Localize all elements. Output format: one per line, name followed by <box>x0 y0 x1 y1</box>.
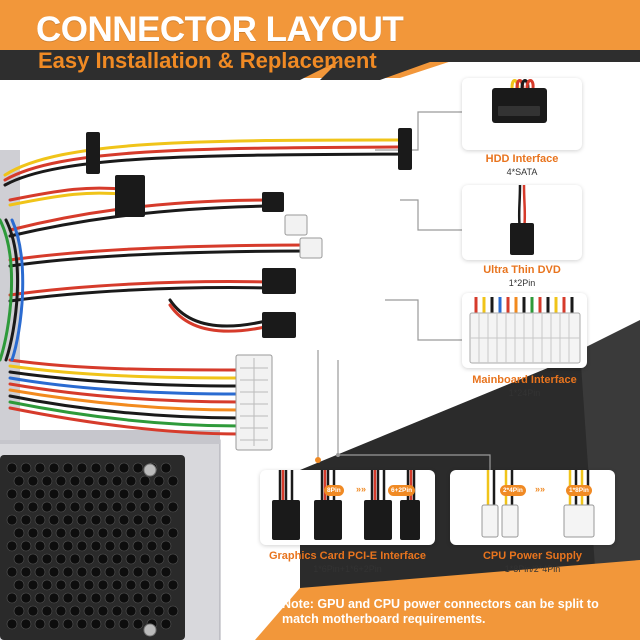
gpu-8pin-badge: 8Pin <box>324 485 344 496</box>
atx-24pin-icon <box>469 297 581 364</box>
gpu-interface-spec: 1*6Pin+1*6+2Pin <box>313 564 382 574</box>
sata-connector-icon <box>86 128 412 217</box>
cpu-card <box>450 470 615 545</box>
cable-bundle <box>0 138 412 436</box>
split-arrow-icon: »» <box>535 484 546 494</box>
page-subtitle: Easy Installation & Replacement <box>38 48 377 73</box>
mainboard-interface-label: Mainboard Interface <box>472 374 577 386</box>
cpu-power-spec: 1*8Pin/2*4Pin <box>504 564 561 574</box>
dvd-spec: 1*2Pin <box>508 278 536 288</box>
mainboard-card <box>462 293 587 368</box>
pcie-connector-icon <box>262 268 296 338</box>
dvd-connector-icon <box>510 184 534 255</box>
cpu-power-label: CPU Power Supply <box>482 550 583 562</box>
mainboard-interface-spec: 1*24Pin <box>508 388 541 398</box>
gpu-interface-label: Graphics Card PCI-E Interface <box>268 550 427 562</box>
cpu-1x8pin-badge: 1*8Pin <box>566 485 592 496</box>
pcie-connector-icon <box>272 470 420 540</box>
split-arrow-icon: »» <box>356 484 367 494</box>
hdd-card <box>462 78 582 150</box>
hdd-interface-spec: 4*SATA <box>506 167 538 177</box>
compatibility-note: Note: GPU and CPU power connectors can b… <box>282 597 599 626</box>
gpu-6plus2pin-badge: 6+2Pin <box>388 485 416 496</box>
atx-24pin-icon <box>235 354 273 451</box>
cpu-connector-icon <box>481 470 595 538</box>
cpu-2x4pin-badge: 2*4Pin <box>500 485 526 496</box>
gpu-card <box>260 470 435 545</box>
psu-image <box>0 150 221 640</box>
dvd-label: Ultra Thin DVD <box>483 264 561 276</box>
dvd-connector-icon <box>262 192 323 259</box>
sata-connector-icon <box>492 79 547 123</box>
dvd-card <box>462 184 582 260</box>
hdd-interface-label: HDD Interface <box>485 153 559 165</box>
page-title: CONNECTOR LAYOUT <box>36 10 404 49</box>
